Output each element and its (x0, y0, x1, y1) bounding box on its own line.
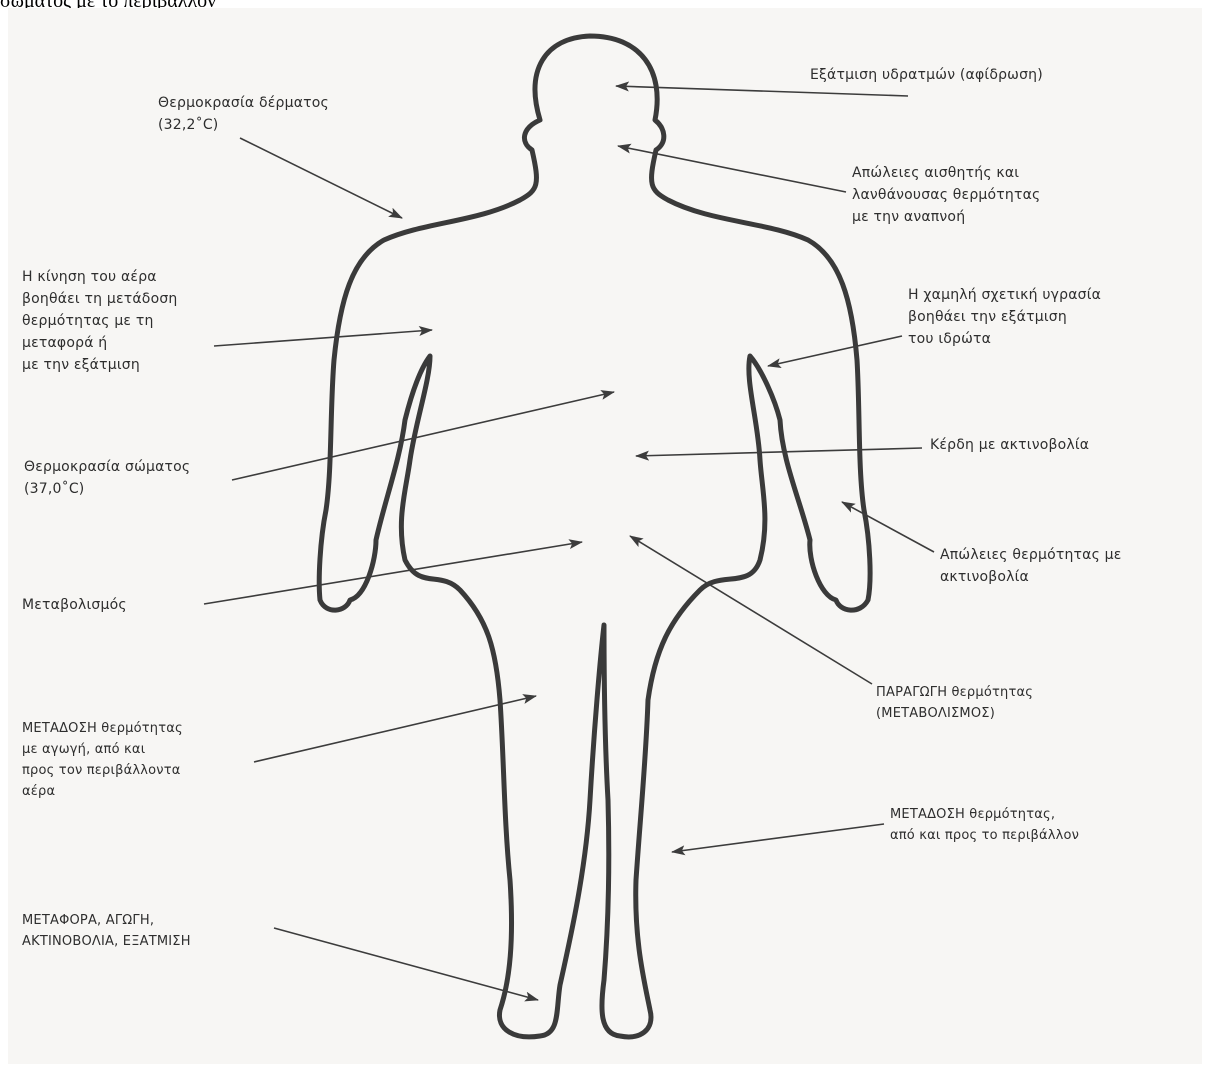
arrow-skin-temp (240, 138, 402, 218)
arrow-all-modes (274, 928, 538, 1000)
arrow-heat-production (630, 536, 872, 684)
label-skin-temperature: Θερμοκρασία δέρματος (32,2˚C) (158, 92, 329, 136)
arrow-humidity (768, 336, 902, 366)
label-transfer-environment: ΜΕΤΑΔΟΣΗ θερμότητας, από και προς το περ… (890, 804, 1079, 846)
arrow-transfer-environment (672, 824, 884, 852)
arrow-sweat (616, 86, 908, 96)
arrows (204, 86, 934, 1000)
label-radiation-losses: Απώλειες θερμότητας με ακτινοβολία (940, 544, 1122, 588)
arrow-radiation-losses (842, 502, 934, 552)
body-outline (319, 36, 870, 1037)
label-metabolism: Μεταβολισμός (22, 594, 127, 616)
label-sweat-evaporation: Εξάτμιση υδρατμών (αφίδρωση) (810, 64, 1043, 86)
label-conduction-air: ΜΕΤΑΔΟΣΗ θερμότητας με αγωγή, από και πρ… (22, 718, 183, 802)
label-radiation-gain: Κέρδη με ακτινοβολία (930, 434, 1089, 456)
label-breathing-losses: Απώλειες αισθητής και λανθάνουσας θερμότ… (852, 162, 1040, 228)
arrow-radiation-gain (636, 448, 922, 456)
arrow-conduction-air (254, 696, 536, 762)
arrow-air-motion (214, 330, 432, 346)
label-air-motion: Η κίνηση του αέρα βοηθάει τη μετάδοση θε… (22, 266, 177, 376)
label-heat-production: ΠΑΡΑΓΩΓΗ θερμότητας (ΜΕΤΑΒΟΛΙΣΜΟΣ) (876, 682, 1033, 724)
label-low-humidity: Η χαμηλή σχετική υγρασία βοηθάει την εξά… (908, 284, 1101, 350)
label-body-temperature: Θερμοκρασία σώματος (37,0˚C) (24, 456, 190, 500)
label-all-modes: ΜΕΤΑΦΟΡΑ, ΑΓΩΓΗ, ΑΚΤΙΝΟΒΟΛΙΑ, ΕΞΑΤΜΙΣΗ (22, 910, 191, 952)
arrow-metabolism (204, 542, 582, 604)
